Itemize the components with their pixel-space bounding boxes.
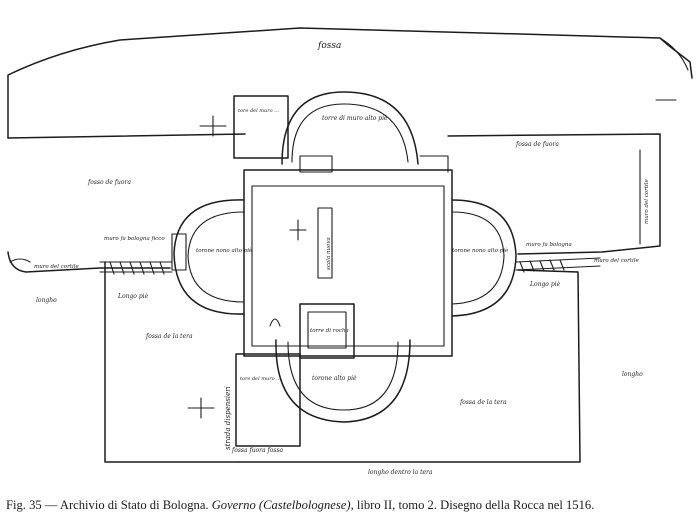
caption-prefix: Fig. 35 — Archivio di Stato di Bologna.: [6, 498, 212, 512]
right-tower: [451, 199, 517, 317]
fortress-main-body: [243, 155, 453, 359]
label-fossa-upper-left: fosso de fuora: [87, 179, 131, 186]
label-torre-right: torone nono alto piè: [452, 247, 509, 254]
label-longo-left: Longo piè: [117, 293, 149, 300]
label-center: scala nuova: [326, 237, 332, 270]
label-tower-top-box: tore del muro ...: [238, 108, 279, 114]
label-muro-left: muro del cortile: [34, 264, 79, 270]
label-longo-left-outer: longho: [36, 297, 57, 304]
label-torre-top: torre di muro alto piè: [322, 115, 388, 122]
label-fossa-inner-bottom: fossa fuora fossa: [231, 447, 284, 454]
label-muro-bologna-right: muro fa bologna: [526, 242, 572, 248]
label-bottom-text: longho dentro la tera: [368, 469, 433, 476]
bottom-tower: [235, 339, 411, 447]
cross-marks: [187, 99, 677, 419]
caption-suffix: , libro II, tomo 2. Disegno della Rocca …: [350, 498, 595, 512]
label-longo-right: Longo piè: [529, 281, 561, 288]
label-fossa-upper-right: fossa de fuora: [515, 141, 559, 148]
label-muro-bologna-left: muro fa bologna ficco: [104, 236, 165, 242]
top-tower: [233, 91, 419, 165]
label-longo-far-right: longho: [622, 371, 643, 378]
label-bottom-box: torre di rocha: [310, 328, 349, 334]
label-vertical-left: strada dispensieri: [224, 386, 232, 450]
label-bottom-left-box: tore del muro ...: [240, 376, 281, 382]
label-torre-bottom: torone alto piè: [312, 375, 357, 382]
outer-enclosure: [7, 27, 693, 463]
figure-caption: Fig. 35 — Archivio di Stato di Bologna. …: [6, 498, 696, 513]
label-muro-right: muro del cortile: [594, 258, 639, 264]
left-tower: [171, 199, 245, 315]
side-walls: [99, 257, 601, 275]
label-torre-left: torone nono alto piè: [196, 247, 253, 254]
fortress-plan-drawing: fossa fosso de fuora fossa de fuora foss…: [7, 27, 693, 476]
label-fossa-lower-right: fossa de la tera: [459, 399, 507, 406]
label-muro-vert-right: muro del cortile: [644, 179, 650, 224]
caption-italic: Governo (Castelbolognese): [211, 498, 351, 512]
label-fossa-top: fossa: [317, 41, 341, 51]
label-fossa-lower-left: fossa de la tera: [145, 333, 193, 340]
